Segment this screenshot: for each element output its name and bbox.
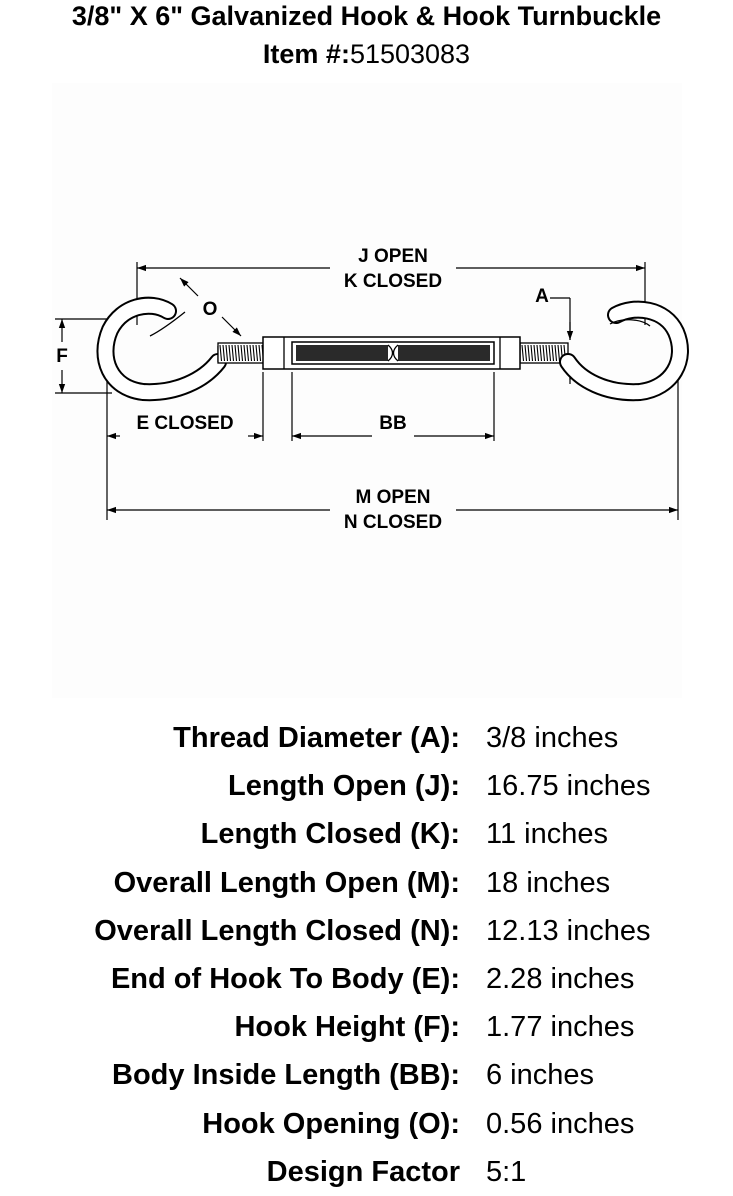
thread-line: [252, 344, 256, 362]
thread-line: [533, 344, 537, 362]
spec-row: Length Open (J): 16.75 inches: [0, 762, 733, 810]
turnbuckle-body: [262, 336, 521, 370]
thread-line: [249, 344, 253, 362]
item-number: 51503083: [349, 39, 471, 69]
thread-line: [557, 344, 561, 362]
thread-line: [527, 344, 531, 362]
spec-row: Body Inside Length (BB): 6 inches: [0, 1051, 733, 1099]
thread-line: [542, 344, 546, 362]
right-hook: [559, 300, 689, 402]
spec-label: End of Hook To Body (E):: [110, 963, 460, 995]
thread-line: [521, 344, 525, 362]
spec-label: Hook Opening (O):: [202, 1107, 460, 1140]
spec-value: 2.28 inches: [486, 963, 635, 995]
thread-line: [255, 344, 259, 362]
spec-value: 3/8 inches: [486, 722, 619, 754]
thread-line: [237, 344, 241, 362]
thread-line: [225, 344, 229, 362]
thread-line: [545, 344, 549, 362]
thread-line: [234, 344, 238, 362]
spec-value: 18 inches: [486, 866, 611, 899]
thread-line: [554, 344, 558, 362]
spec-row: Hook Opening (O): 0.56 inches: [0, 1100, 733, 1148]
label-a: A: [535, 286, 549, 307]
spec-label: Body Inside Length (BB):: [112, 1059, 460, 1092]
spec-value: 11 inches: [486, 818, 608, 851]
spec-label: Overall Length Closed (N):: [94, 914, 460, 947]
thread-line: [228, 344, 232, 362]
spec-label: Length Closed (K):: [200, 818, 460, 851]
label-j-open: J OPEN: [358, 246, 428, 267]
label-k-closed: K CLOSED: [344, 271, 442, 292]
spec-value: 0.56 inches: [486, 1107, 635, 1140]
item-number-line: Item #:51503083: [0, 38, 733, 70]
spec-row: Overall Length Closed (N): 12.13 inches: [0, 907, 733, 955]
page-title: 3/8" X 6" Galvanized Hook & Hook Turnbuc…: [71, 1, 662, 31]
label-o: O: [203, 299, 218, 320]
thread-line: [243, 344, 247, 362]
dimension-lines: [58, 264, 678, 514]
left-hook: [96, 296, 227, 402]
spec-value: 16.75 inches: [486, 770, 651, 803]
thread-line: [548, 344, 552, 362]
thread-line: [222, 344, 226, 362]
spec-label: Overall Length Open (M):: [113, 866, 460, 899]
spec-label: Hook Height (F):: [234, 1011, 460, 1044]
spec-label: Thread Diameter (A):: [173, 722, 460, 754]
thread-line: [231, 344, 235, 362]
spec-row: Hook Height (F): 1.77 inches: [0, 1003, 733, 1051]
label-n-closed: N CLOSED: [344, 512, 442, 533]
thread-hatching: [219, 344, 567, 362]
spec-value: 1.77 inches: [486, 1011, 635, 1044]
thread-line: [240, 344, 244, 362]
spec-value: 6 inches: [486, 1059, 595, 1092]
label-bb: BB: [379, 413, 406, 434]
item-label: Item #:: [262, 39, 350, 69]
spec-row: Design Factor 5:1: [0, 1148, 733, 1196]
spec-label: Length Open (J):: [228, 770, 460, 803]
spec-value: 5:1: [486, 1155, 527, 1188]
label-e-closed: E CLOSED: [136, 413, 233, 434]
thread-line: [539, 344, 543, 362]
spec-label: Design Factor: [266, 1155, 460, 1188]
spec-row: Length Closed (K): 11 inches: [0, 810, 733, 858]
thread-line: [258, 344, 262, 362]
thread-line: [219, 344, 223, 362]
label-m-open: M OPEN: [356, 487, 431, 508]
turnbuckle-diagram: J OPEN K CLOSED O A F E CLOSED BB M OPEN…: [55, 246, 689, 533]
thread-line: [246, 344, 250, 362]
spec-row: Overall Length Open (M): 18 inches: [0, 859, 733, 907]
spec-value: 12.13 inches: [486, 914, 651, 947]
thread-line: [524, 344, 528, 362]
thread-line: [551, 344, 555, 362]
spec-row: End of Hook To Body (E): 2.28 inches: [0, 955, 733, 1003]
thread-line: [536, 344, 540, 362]
spec-row: Thread Diameter (A): 3/8 inches: [0, 714, 733, 762]
label-f: F: [56, 346, 68, 367]
thread-line: [530, 344, 534, 362]
